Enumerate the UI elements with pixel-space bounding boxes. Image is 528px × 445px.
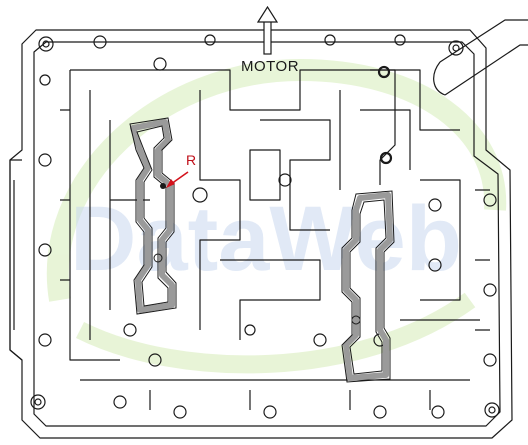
- r-marker-label: R: [186, 152, 197, 168]
- inner-passages: [60, 69, 490, 410]
- housing-outline: [9, 29, 513, 439]
- watermark-logo: DataWeb: [70, 188, 462, 290]
- right-shaded-passage: [343, 192, 393, 381]
- left-shaded-passage: [130, 119, 175, 313]
- connector-bolt-top: [377, 65, 391, 79]
- motor-connector: [433, 19, 528, 96]
- left-bracket: [9, 159, 23, 361]
- bolt-holes: [30, 34, 500, 419]
- r-marker-arrow: [160, 171, 189, 189]
- right-passage-plug: [351, 315, 361, 325]
- housing-inner-outline: [33, 41, 501, 427]
- up-arrow-icon: [256, 5, 279, 55]
- motor-label: MOTOR: [241, 58, 300, 75]
- connector-bolt-bottom: [379, 151, 393, 165]
- watermark-swoosh: [46, 58, 507, 374]
- left-passage-plug: [153, 253, 163, 263]
